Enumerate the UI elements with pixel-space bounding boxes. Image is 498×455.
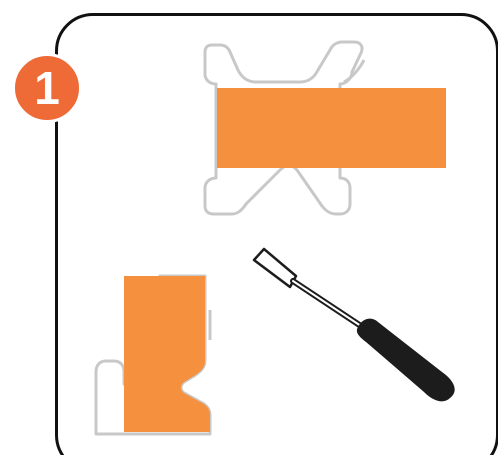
side-tape bbox=[124, 276, 210, 432]
step-number: 1 bbox=[34, 62, 60, 114]
top-clip-hook bbox=[343, 59, 366, 84]
clip-with-tape-icon bbox=[203, 40, 446, 216]
top-tape bbox=[217, 88, 446, 168]
step-number-badge: 1 bbox=[12, 53, 82, 123]
screwdriver-icon bbox=[252, 247, 455, 402]
screwdriver-handle bbox=[356, 318, 455, 402]
screwdriver-tip bbox=[252, 247, 298, 289]
side-clip-with-tape-icon bbox=[94, 274, 212, 436]
